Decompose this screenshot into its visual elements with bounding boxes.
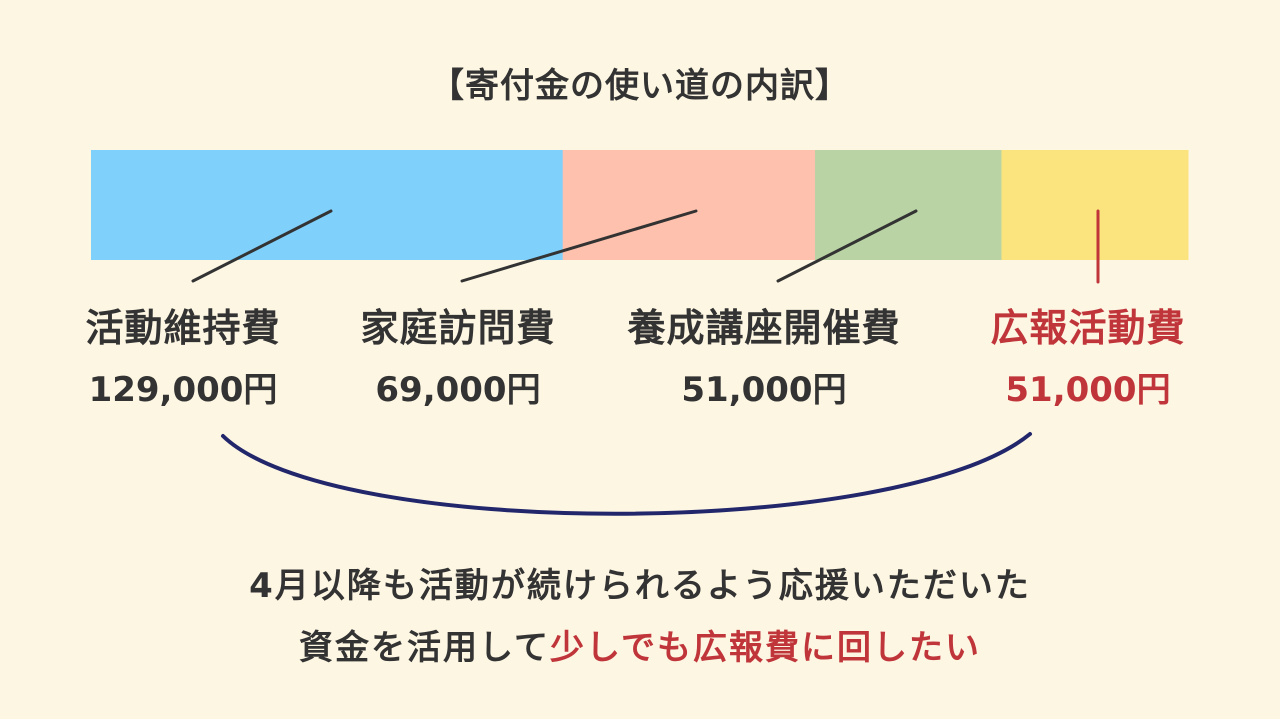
category-block-2: 養成講座開催費 51,000円 [604,302,924,412]
category-name-label: 広報活動費 [990,306,1186,350]
bar-segment-1 [562,150,816,260]
category-value-label: 51,000円 [1005,370,1171,410]
category-name-label: 活動維持費 [85,306,281,350]
leader-line-2 [776,209,918,283]
chart-title: 【寄付金の使い道の内訳】 [430,66,850,106]
category-value-label: 69,000円 [375,370,541,410]
category-value-label: 51,000円 [681,370,847,410]
leader-line-0 [191,209,333,283]
message-plain-text: 資金を活用して [299,628,550,668]
bar-segment-3 [1001,150,1189,260]
connector-arc [221,432,1032,516]
message-line-2: 資金を活用して少しでも広報費に回したい [0,620,1280,669]
message-line-1: 4月以降も活動が続けられるよう応援いただいた [249,566,1031,606]
category-block-3: 広報活動費 51,000円 [958,302,1218,412]
message-accent-text: 少しでも広報費に回したい [550,628,981,668]
bar-segment-0 [91,150,564,260]
category-block-1: 家庭訪問費 69,000円 [328,302,588,412]
category-name-label: 家庭訪問費 [360,306,556,350]
leader-line-1 [460,209,698,283]
category-block-0: 活動維持費 129,000円 [53,302,313,412]
category-value-label: 129,000円 [88,370,278,410]
bar-segment-2 [815,150,1003,260]
category-name-label: 養成講座開催費 [627,306,901,350]
